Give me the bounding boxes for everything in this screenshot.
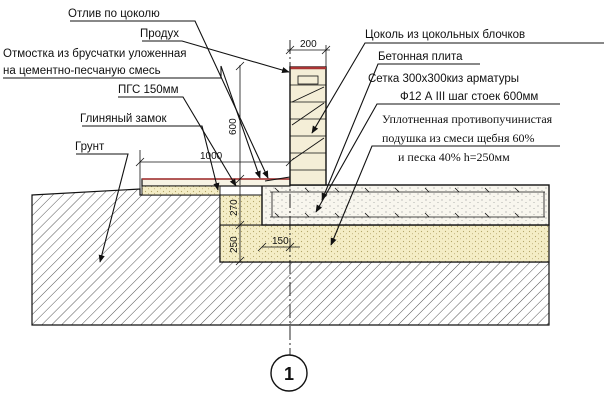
label-plita: Бетонная плита [321,51,480,201]
svg-text:Цоколь из цокольных блочков: Цоколь из цокольных блочков [365,29,525,41]
label-podushka: Уплотненная противопучинистая подушка из… [330,112,560,246]
rebar-ticks [271,187,545,218]
label-produh: Продух [140,28,290,74]
label-cokol: Цоколь из цокольных блочков [311,29,604,134]
svg-text:200: 200 [300,39,317,50]
concrete-slab [261,184,550,226]
svg-text:подушка из смеси щебня 60%: подушка из смеси щебня 60% [382,131,534,145]
svg-text:150: 150 [272,236,289,247]
gravel-sand-cushion [219,194,550,263]
svg-text:Бетонная плита: Бетонная плита [378,51,463,63]
dimension-600: 600 [228,61,245,185]
svg-text:Уплотненная противопучинистая: Уплотненная противопучинистая [382,112,553,126]
dimension-250: 250 [229,225,245,266]
dimension-1000: 1000 [135,150,295,190]
dimension-200: 200 [285,39,331,67]
svg-text:Сетка 300x300киз арматуры: Сетка 300x300киз арматуры [368,73,519,85]
label-glin: Глиняный замок [80,113,220,191]
svg-text:1: 1 [284,364,294,384]
svg-text:Глиняный замок: Глиняный замок [80,113,167,125]
label-grunt: Грунт [75,141,129,263]
svg-text:Отмостка из брусчатки уложенна: Отмостка из брусчатки уложенная [3,48,186,60]
svg-text:270: 270 [229,199,240,216]
svg-text:Отлив по цоколю: Отлив по цоколю [68,8,160,20]
svg-text:Продух: Продух [140,28,179,40]
label-setka: Сетка 300x300киз арматуры Ф12 А III шаг … [315,73,560,213]
svg-text:и песка 40% h=250мм: и песка 40% h=250мм [398,150,510,164]
svg-text:Грунт: Грунт [75,141,105,153]
svg-text:на цементно-песчаную смесь: на цементно-песчаную смесь [3,65,161,77]
label-pgs: ПГС 150мм [118,84,237,187]
svg-text:1000: 1000 [200,151,223,162]
svg-text:250: 250 [229,236,240,253]
label-otmostka: Отмостка из брусчатки уложенная на цемен… [3,48,261,179]
svg-text:Ф12 А III шаг стоек 600мм: Ф12 А III шаг стоек 600мм [400,91,538,103]
axis-marker: 1 [270,354,308,392]
dimension-150: 150 [257,236,300,252]
label-otliv: Отлив по цоколю [68,8,269,179]
plinth-blocks [289,66,327,186]
svg-text:600: 600 [228,118,239,135]
svg-text:ПГС 150мм: ПГС 150мм [118,84,179,96]
